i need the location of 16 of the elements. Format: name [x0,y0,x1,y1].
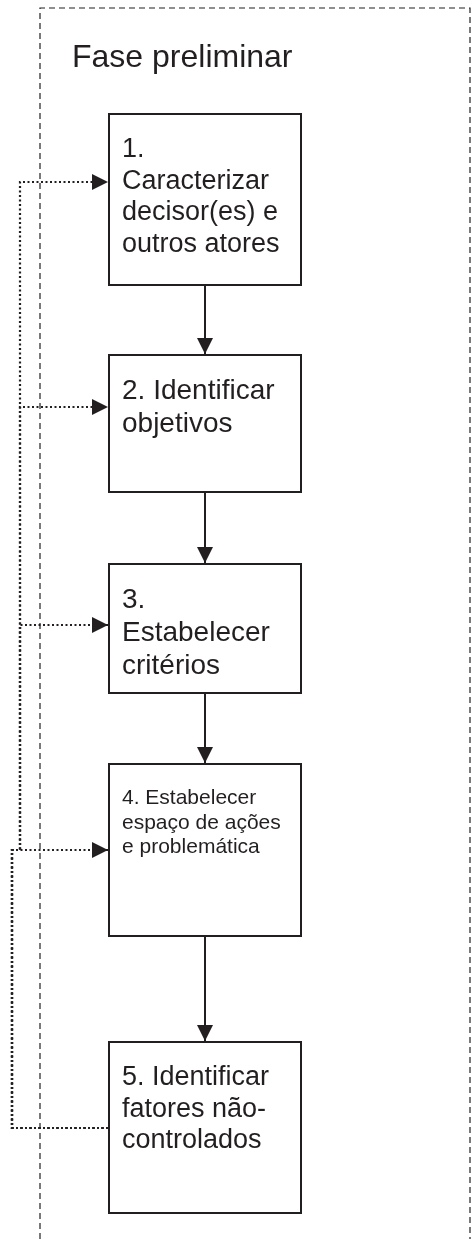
step-label: 5. Identificar fatores não-controlados [122,1061,271,1156]
arrow [197,285,213,355]
process-box [108,113,302,286]
process-box [108,763,302,937]
step-label: 1. Caracterizar decisor(es) e outros atores [122,133,281,260]
arrow [197,492,213,564]
feedback-arrow [10,174,108,1130]
step-label: 3. Estabelecer critérios [122,583,271,682]
process-box [108,563,302,694]
process-box [108,1041,302,1214]
arrow [197,936,213,1042]
step-label: 4. Estabelecer espaço de ações e problemática [122,785,282,859]
phase-title: Fase preliminar [72,38,294,76]
step-label: 2. Identificar objetivos [122,374,276,440]
process-box [108,354,302,493]
arrow [197,693,213,764]
